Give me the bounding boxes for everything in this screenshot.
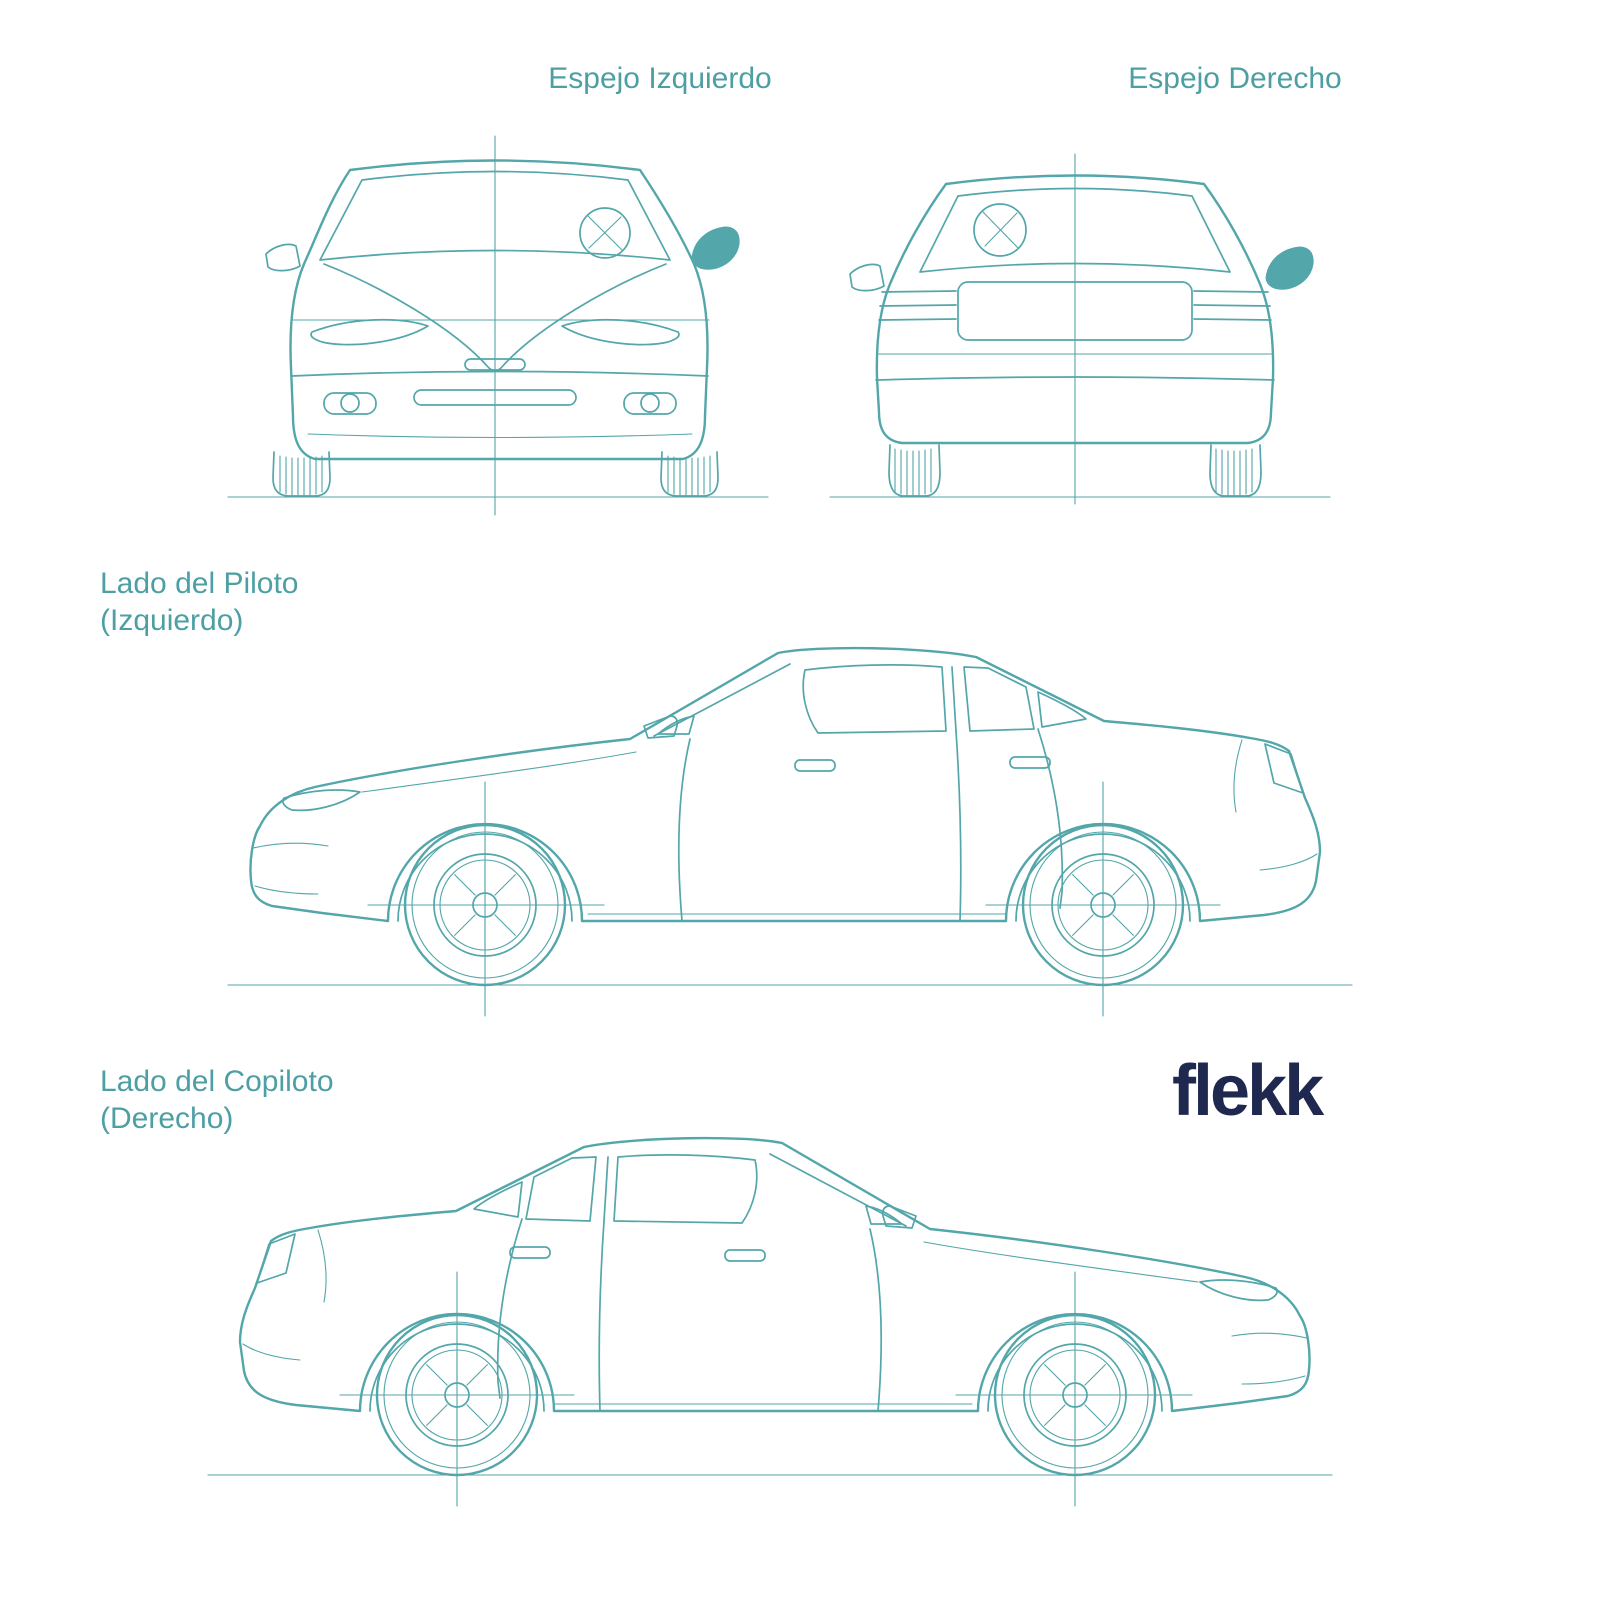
front-view-caption: Espejo Izquierdo xyxy=(548,62,772,95)
right-tire-tread xyxy=(1215,448,1253,496)
right-mirror-outline xyxy=(265,243,301,272)
body-outline xyxy=(875,174,1275,445)
highlighted-left-mirror xyxy=(691,226,740,270)
right-fog-lamp xyxy=(640,393,660,413)
taillight-stripes xyxy=(878,290,1272,321)
left-mirror-outline xyxy=(849,263,885,292)
bumper-bottom-line xyxy=(307,433,693,439)
driver-side-caption-line2: (Izquierdo) xyxy=(100,604,244,637)
left-tire-tread xyxy=(279,455,323,496)
interior-mirror-cross xyxy=(982,211,1019,249)
upper-grille-slot xyxy=(464,358,526,371)
passenger-side-drawing xyxy=(208,1138,1332,1506)
driver-side-caption-line1: Lado del Piloto xyxy=(100,567,299,600)
rear-view-caption: Espejo Derecho xyxy=(1128,62,1342,95)
highlighted-right-mirror xyxy=(1265,246,1314,290)
interior-mirror-cross xyxy=(587,215,623,251)
interior-mirror-icon xyxy=(973,203,1027,257)
left-fog-lamp-housing xyxy=(323,392,377,415)
windshield xyxy=(319,170,671,261)
body-outline xyxy=(289,159,709,461)
passenger-side-caption-line1: Lado del Copiloto xyxy=(100,1065,334,1098)
right-fog-lamp-housing xyxy=(623,392,677,415)
bumper-top-line xyxy=(291,370,709,377)
left-tire xyxy=(272,451,331,497)
passenger-side-caption: Lado del Copiloto (Derecho) xyxy=(100,1063,334,1137)
bumper-top-line xyxy=(875,376,1275,381)
rear-view-drawing xyxy=(829,153,1331,505)
passenger-side-caption-line2: (Derecho) xyxy=(100,1102,234,1135)
left-tire-tread xyxy=(894,448,932,496)
interior-mirror-icon xyxy=(579,207,631,259)
left-fog-lamp xyxy=(340,393,360,413)
left-tire xyxy=(888,444,941,497)
driver-side-drawing xyxy=(228,648,1352,1016)
driver-side-caption: Lado del Piloto (Izquierdo) xyxy=(100,565,299,639)
right-tire xyxy=(1209,444,1262,497)
front-view-drawing xyxy=(227,135,769,516)
rear-window xyxy=(919,187,1231,273)
right-tire-tread xyxy=(667,455,711,496)
right-tire xyxy=(660,451,719,497)
trunk-recess xyxy=(957,281,1193,341)
brand-logo: flekk xyxy=(1172,1051,1324,1131)
lower-grille-slot xyxy=(413,389,577,406)
headlights xyxy=(310,318,680,346)
